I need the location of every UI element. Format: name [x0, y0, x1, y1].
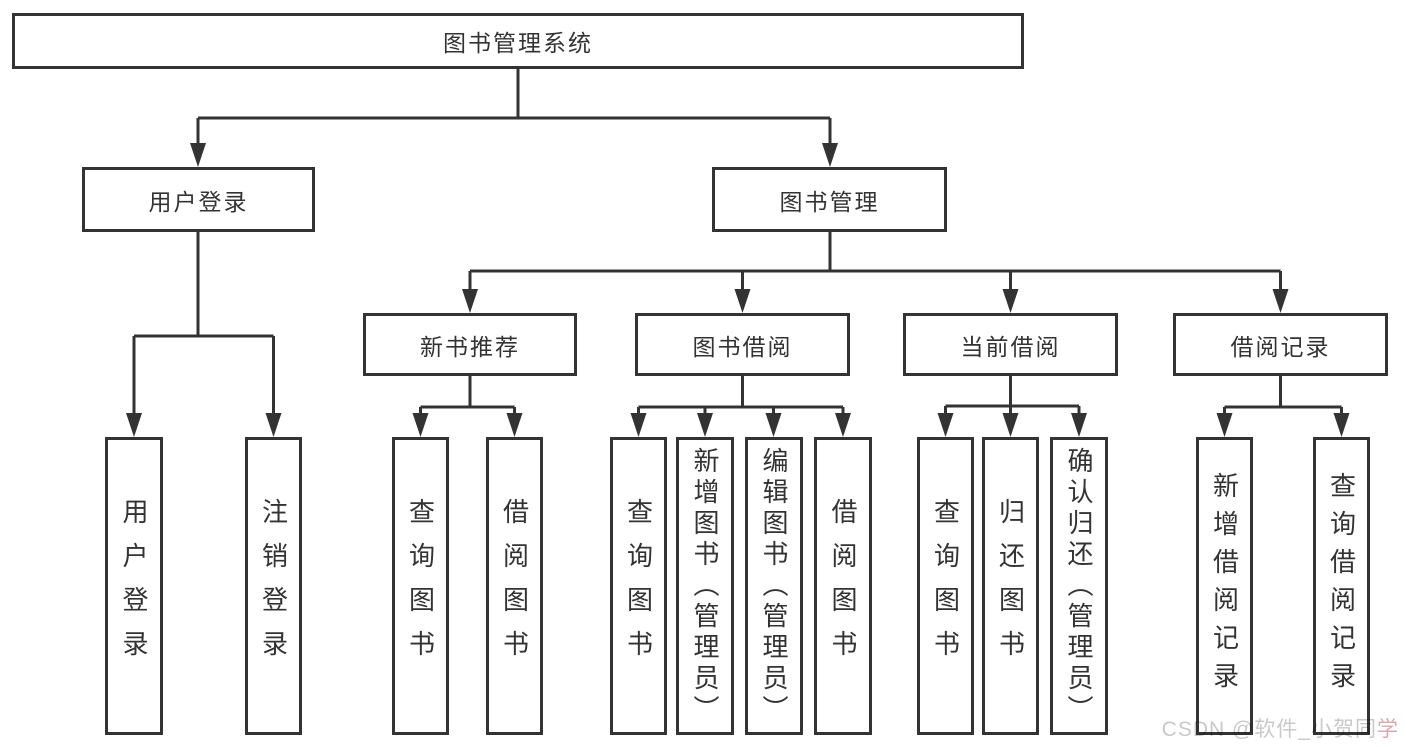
leaf-label: 新增借阅记录 [1209, 472, 1240, 700]
node-current-borrow: 当前借阅 [903, 313, 1118, 376]
leaf-label: 新增图书（管理员） [690, 446, 720, 726]
leaf-logout: 注销登录 [245, 437, 302, 735]
node-root: 图书管理系统 [12, 13, 1024, 69]
watermark-accent-text: 学 [1377, 718, 1399, 741]
csdn-watermark: CSDN @软件_小贺同学 [1162, 713, 1399, 743]
leaf-label: 借阅图书 [828, 498, 858, 674]
leaf-borrow-books-2: 借阅图书 [814, 437, 872, 735]
watermark-text: CSDN @软件_小贺同 [1161, 718, 1377, 741]
leaf-label: 查询图书 [405, 498, 436, 674]
arrowheads [126, 143, 1350, 437]
leaf-query-borrow-record: 查询借阅记录 [1313, 437, 1370, 735]
node-book-management: 图书管理 [712, 167, 947, 232]
leaf-query-books-2: 查询图书 [610, 437, 667, 735]
leaf-label: 查询图书 [930, 498, 961, 674]
node-new-book-recommend: 新书推荐 [363, 313, 577, 376]
node-user-login-label: 用户登录 [148, 188, 249, 215]
leaf-add-books-admin: 新增图书（管理员） [676, 437, 734, 735]
leaf-add-borrow-record: 新增借阅记录 [1196, 437, 1253, 735]
node-book-borrow: 图书借阅 [635, 313, 850, 376]
leaf-label: 用户登录 [119, 498, 149, 674]
leaf-user-login: 用户登录 [105, 437, 163, 735]
leaf-label: 借阅图书 [499, 498, 530, 674]
node-book-management-label: 图书管理 [779, 188, 880, 215]
node-user-login: 用户登录 [82, 167, 315, 232]
node-current-borrow-label: 当前借阅 [960, 333, 1061, 360]
leaf-return-books: 归还图书 [982, 437, 1039, 735]
leaf-query-books-1: 查询图书 [392, 437, 449, 735]
node-borrow-records-label: 借阅记录 [1230, 333, 1331, 360]
leaf-edit-books-admin: 编辑图书（管理员） [745, 437, 803, 735]
leaf-label: 查询借阅记录 [1326, 472, 1357, 700]
leaf-confirm-return-admin: 确认归还（管理员） [1050, 437, 1108, 735]
node-new-book-recommend-label: 新书推荐 [420, 333, 520, 360]
leaf-label: 归还图书 [995, 498, 1026, 674]
node-book-borrow-label: 图书借阅 [692, 333, 793, 360]
leaf-label: 编辑图书（管理员） [759, 446, 789, 726]
leaf-label: 注销登录 [258, 498, 289, 674]
node-root-label: 图书管理系统 [443, 30, 593, 56]
leaf-query-books-3: 查询图书 [917, 437, 974, 735]
leaf-label: 确认归还（管理员） [1064, 446, 1094, 726]
leaf-borrow-books-1: 借阅图书 [486, 437, 543, 735]
leaf-label: 查询图书 [623, 498, 654, 674]
node-borrow-records: 借阅记录 [1173, 313, 1388, 376]
